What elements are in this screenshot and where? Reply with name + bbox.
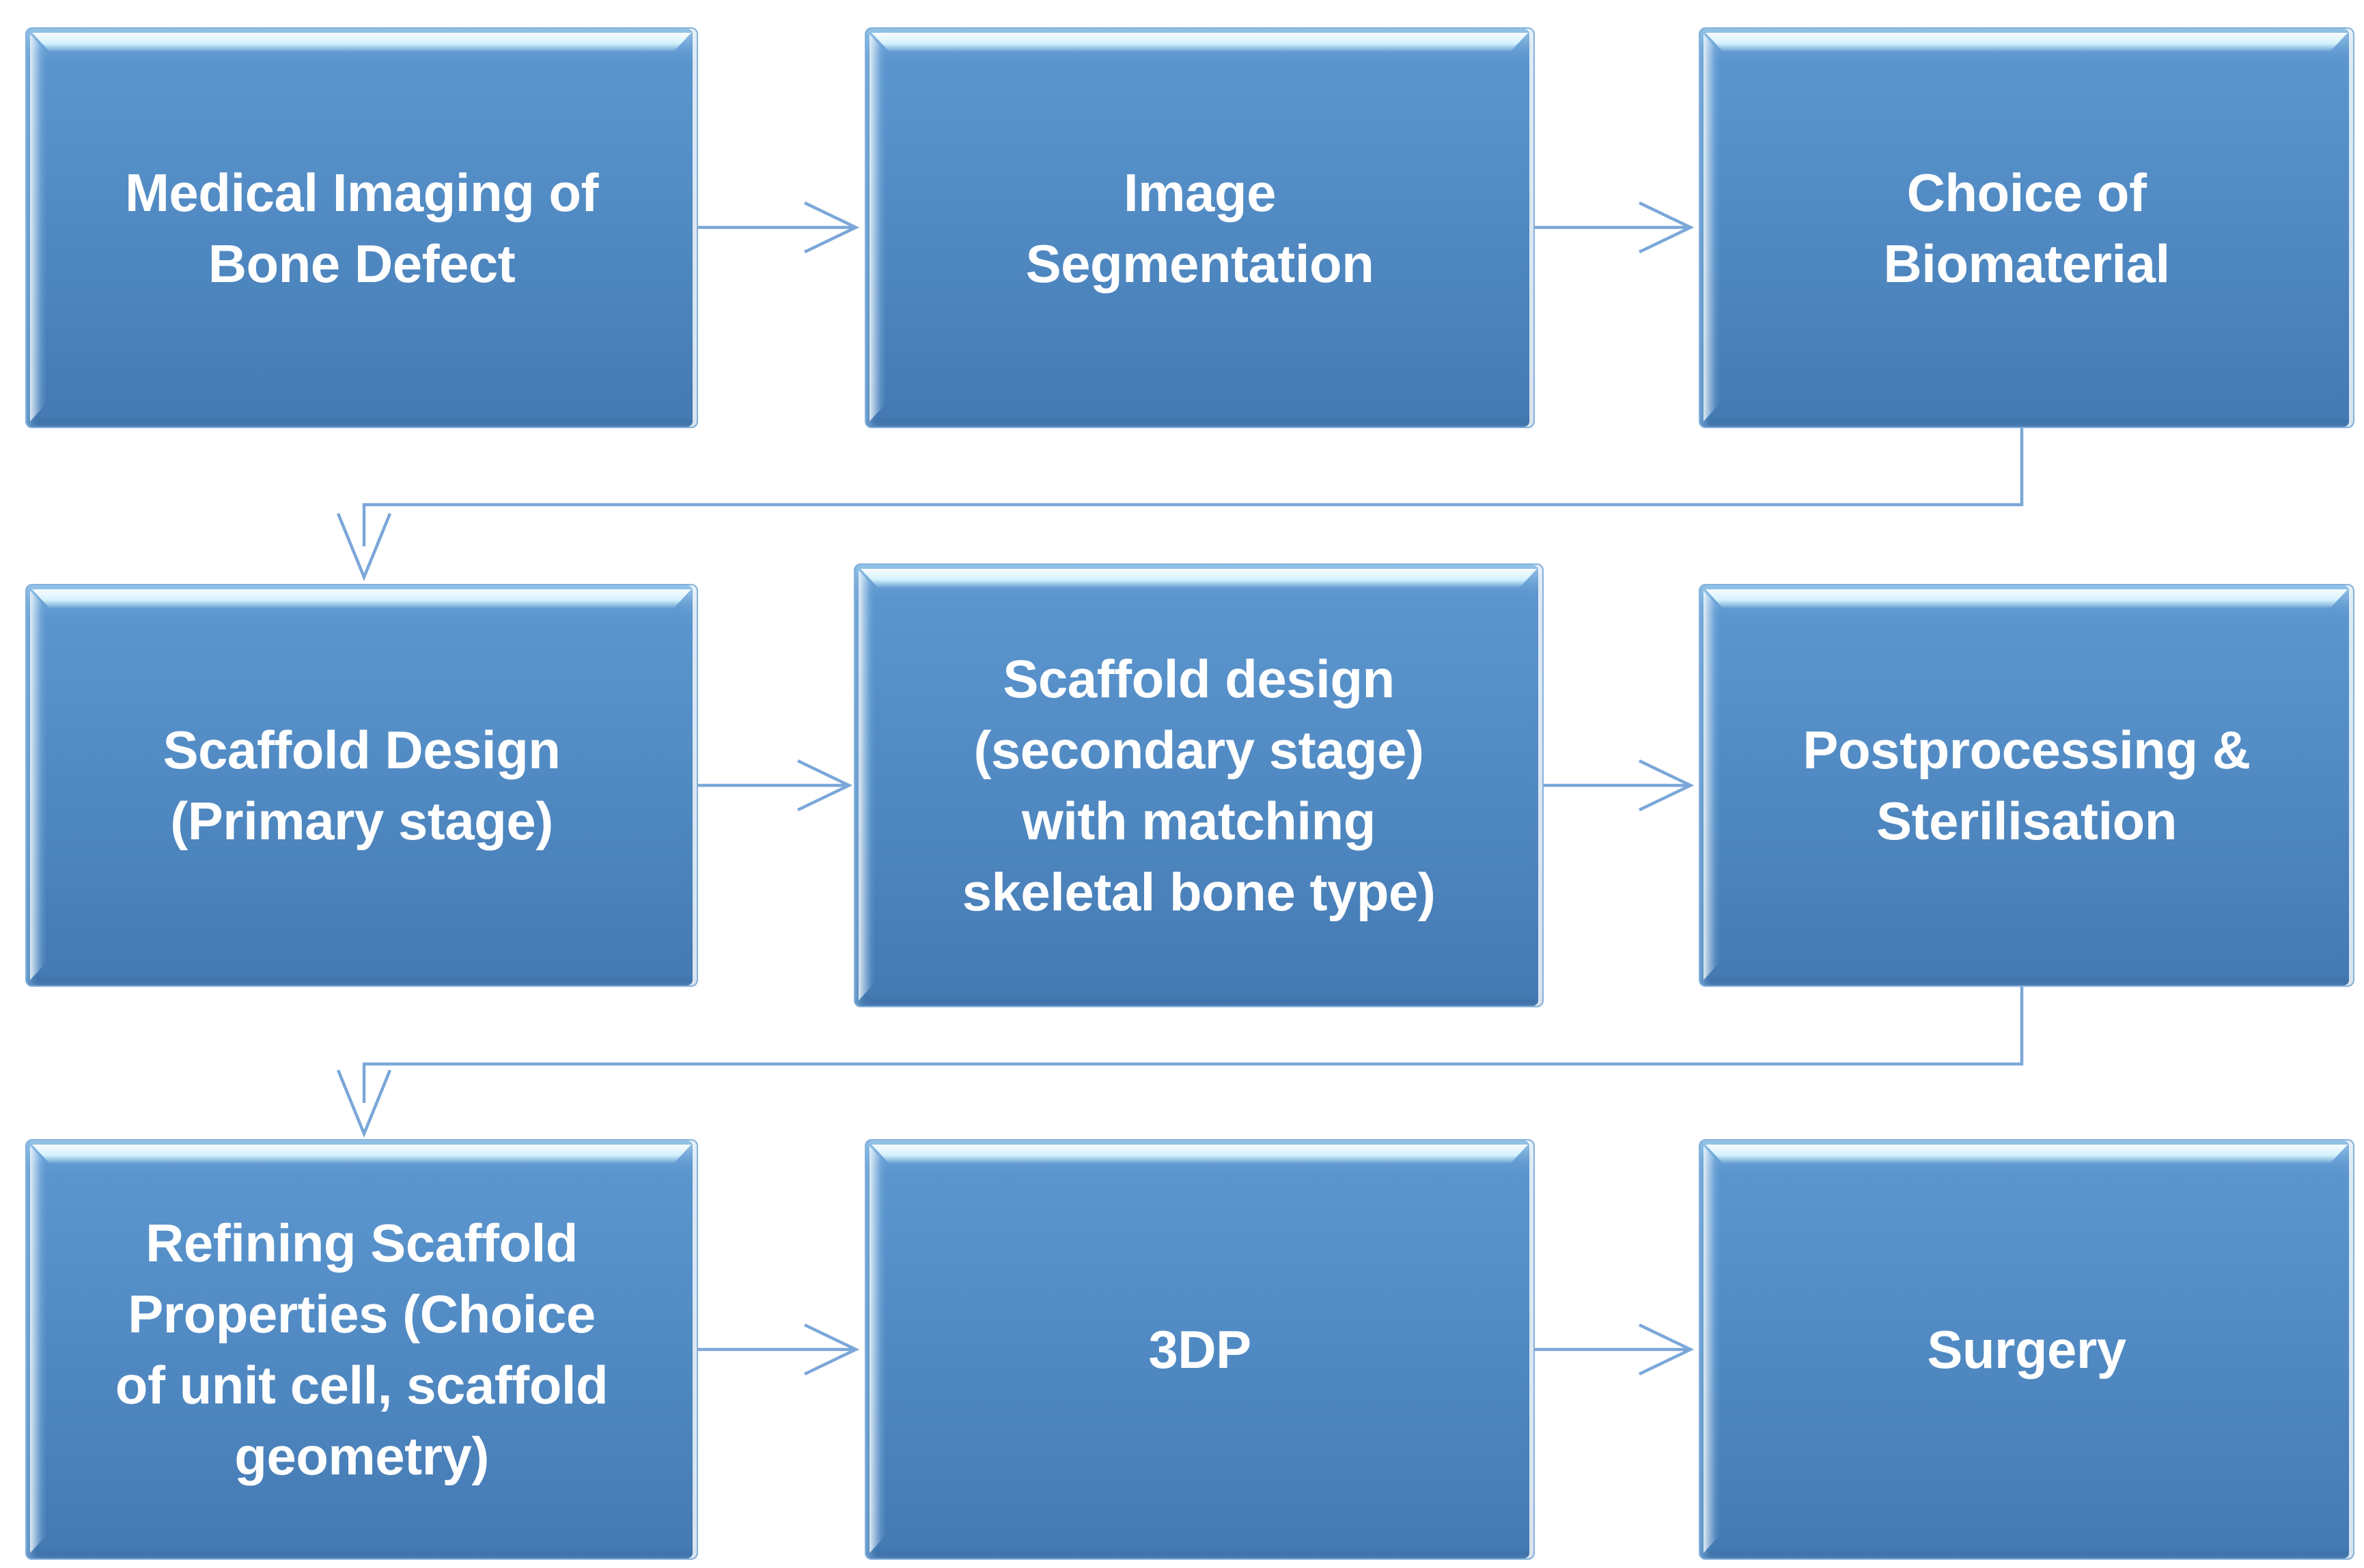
arrow-segmentation-to-biomaterial xyxy=(1535,201,1695,254)
arrow-head-icon xyxy=(797,759,853,812)
flow-box-label: 3DP xyxy=(1148,1319,1251,1380)
flow-box-label: Scaffold Design (Primary stage) xyxy=(163,720,561,851)
arrow-secondary-design-to-postprocessing xyxy=(1544,759,1695,812)
arrow-primary-to-secondary-design xyxy=(698,759,853,812)
flow-box-label: Refining Scaffold Properties (Choice of … xyxy=(115,1213,609,1486)
flow-box-image-segmentation: Image Segmentation xyxy=(865,27,1535,428)
elbow-postprocessing-to-refining xyxy=(336,987,2024,1138)
arrow-head-icon xyxy=(804,201,860,254)
elbow-line xyxy=(362,428,2024,546)
flow-box-label: Image Segmentation xyxy=(1025,162,1374,294)
flow-box-surgery: Surgery xyxy=(1699,1139,2354,1560)
arrow-refining-to-3dp xyxy=(698,1323,860,1376)
flow-box-label: Choice of Biomaterial xyxy=(1883,162,2170,294)
flow-box-scaffold-design-secondary: Scaffold design (secondary stage) with m… xyxy=(854,563,1544,1007)
flow-box-3dp: 3DP xyxy=(865,1139,1535,1560)
flow-box-label: Postprocessing & Sterilisation xyxy=(1803,720,2251,851)
arrow-head-icon xyxy=(1639,1323,1695,1376)
flow-box-refining-scaffold-properties: Refining Scaffold Properties (Choice of … xyxy=(25,1139,698,1560)
arrow-head-icon xyxy=(1639,759,1695,812)
flow-box-scaffold-design-primary: Scaffold Design (Primary stage) xyxy=(25,584,698,987)
arrow-head-icon xyxy=(1639,201,1695,254)
flow-box-label: Medical Imaging of Bone Defect xyxy=(124,162,599,294)
flow-box-postprocessing-sterilisation: Postprocessing & Sterilisation xyxy=(1699,584,2354,987)
flow-box-label: Surgery xyxy=(1927,1319,2126,1380)
flow-box-label: Scaffold design (secondary stage) with m… xyxy=(962,649,1436,922)
flow-box-choice-of-biomaterial: Choice of Biomaterial xyxy=(1699,27,2354,428)
elbow-biomaterial-to-scaffold-design xyxy=(336,428,2024,581)
arrow-head-icon xyxy=(804,1323,860,1376)
arrow-3dp-to-surgery xyxy=(1535,1323,1695,1376)
arrow-imaging-to-segmentation xyxy=(698,201,860,254)
flow-box-medical-imaging: Medical Imaging of Bone Defect xyxy=(25,27,698,428)
arrow-head-down-icon xyxy=(336,513,392,581)
arrow-head-down-icon xyxy=(336,1069,392,1138)
